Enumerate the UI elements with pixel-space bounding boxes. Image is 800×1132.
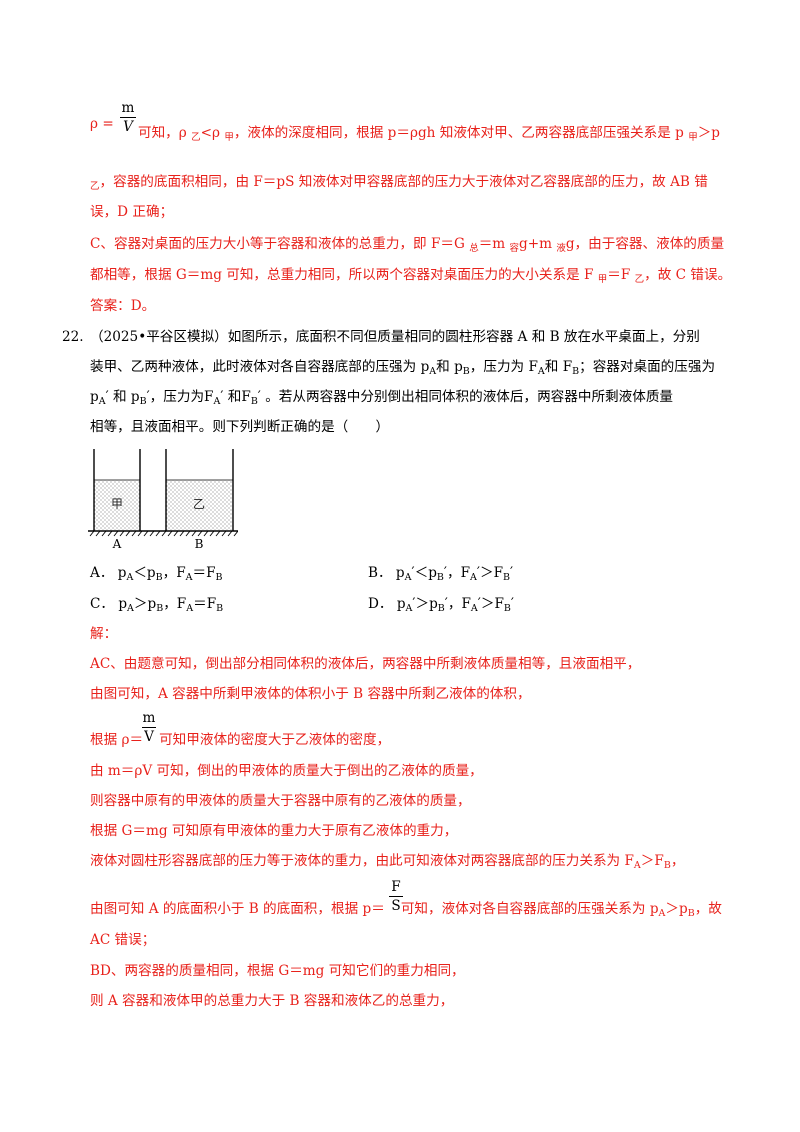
solution-line-7: 液体对圆柱形容器底部的压力等于液体的重力，由此可知液体对两容器底部的压力关系为 … bbox=[90, 853, 685, 871]
question-line-3: pA′ 和 pB′，压力为FA′ 和FB′ 。若从两容器中分别倒出相同体积的液体… bbox=[90, 389, 674, 407]
question-line-4: 相等，且液面相平。则下列判断正确的是（ ） bbox=[90, 419, 390, 435]
solution-line-3: 根据 ρ＝可知甲液体的密度大于乙液体的密度， bbox=[90, 732, 391, 748]
pressure-num: F bbox=[391, 879, 401, 895]
option-c[interactable]: C． pA＞pB，FA＝FB bbox=[90, 596, 224, 614]
solution-line-6: 根据 G＝mg 可知原有甲液体的重力大于原有乙液体的重力， bbox=[90, 823, 458, 839]
rho-den: V bbox=[123, 119, 133, 135]
prev-line-3: 误，D 正确； bbox=[90, 204, 174, 220]
containers-figure: 甲 乙 A B bbox=[88, 449, 238, 551]
solution-line-10: BD、两容器的质量相同，根据 G＝mg 可知它们的重力相同， bbox=[90, 963, 465, 979]
rho-num: m bbox=[121, 100, 135, 116]
option-d[interactable]: D． pA′＞pB′，FA′＞FB′ bbox=[368, 596, 514, 614]
label-b: B bbox=[195, 537, 204, 551]
option-b[interactable]: B． pA′＜pB′，FA′＞FB′ bbox=[368, 565, 514, 583]
question-line-1: （2025•平谷区模拟）如图所示，底面积不同但质量相同的圆柱形容器 A 和 B … bbox=[90, 329, 700, 345]
solution-heading: 解： bbox=[90, 626, 118, 642]
pressure-den: S bbox=[391, 898, 401, 914]
solution-line-9: AC 错误； bbox=[90, 932, 156, 948]
label-a: A bbox=[112, 537, 122, 551]
label-yi: 乙 bbox=[193, 497, 205, 511]
density-num: m bbox=[142, 710, 156, 726]
solution-line-5: 则容器中原有的甲液体的质量大于容器中原有的乙液体的质量， bbox=[90, 793, 471, 809]
rho-lhs: ρ = bbox=[90, 116, 114, 132]
label-jia: 甲 bbox=[111, 497, 123, 511]
question-line-2: 装甲、乙两种液体，此时液体对各自容器底部的压强为 pA和 pB，压力为 FA和 … bbox=[90, 359, 716, 377]
density-fraction: m V bbox=[142, 710, 156, 745]
liquid-yi bbox=[166, 480, 233, 530]
liquid-jia bbox=[94, 480, 140, 530]
density-den: V bbox=[144, 729, 154, 745]
prev-line-1: 可知，ρ 乙<ρ 甲，液体的深度相同，根据 p＝ρgh 知液体对甲、乙两容器底部… bbox=[138, 125, 720, 143]
prev-answer: 答案：D。 bbox=[90, 298, 156, 314]
solution-line-8: 由图可知 A 的底面积小于 B 的底面积，根据 p＝可知，液体对各自容器底部的压… bbox=[90, 901, 722, 919]
prev-line-4: C、容器对桌面的压力大小等于容器和液体的总重力，即 F＝G 总＝m 容g+m 液… bbox=[90, 236, 725, 254]
prev-line-5: 都相等，根据 G＝mg 可知，总重力相同，所以两个容器对桌面压力的大小关系是 F… bbox=[90, 267, 732, 285]
pressure-fraction: F S bbox=[389, 879, 403, 914]
solution-line-4: 由 m＝ρV 可知，倒出的甲液体的质量大于倒出的乙液体的质量， bbox=[90, 763, 483, 779]
solution-line-2: 由图可知，A 容器中所剩甲液体的体积小于 B 容器中所剩乙液体的体积， bbox=[90, 686, 531, 702]
solution-line-11: 则 A 容器和液体甲的总重力大于 B 容器和液体乙的总重力， bbox=[90, 993, 454, 1009]
prev-line-2: 乙，容器的底面积相同，由 F＝pS 知液体对甲容器底部的压力大于液体对乙容器底部… bbox=[90, 174, 708, 192]
question-number: 22. bbox=[62, 329, 84, 345]
solution-line-1: AC、由题意可知，倒出部分相同体积的液体后，两容器中所剩液体质量相等，且液面相平… bbox=[90, 656, 641, 672]
option-a[interactable]: A． pA＜pB，FA＝FB bbox=[90, 565, 223, 583]
